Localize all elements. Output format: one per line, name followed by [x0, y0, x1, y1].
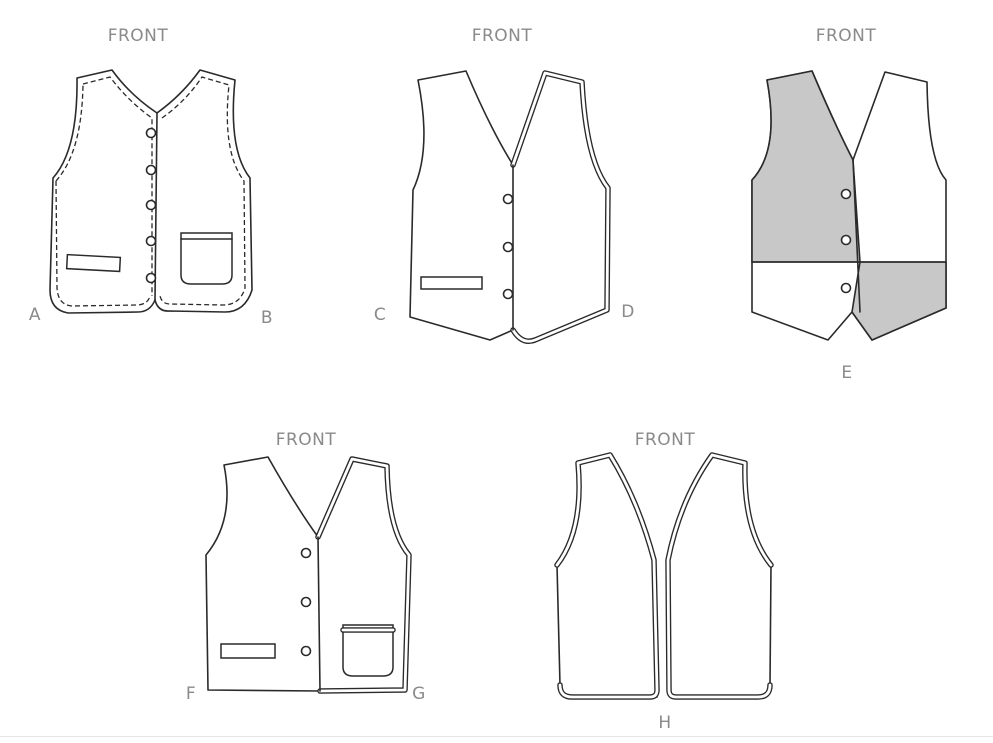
- vest-cd-button: [502, 193, 514, 205]
- vest-h-left-binding-inner: [555, 453, 659, 699]
- vest-fg: [205, 456, 412, 694]
- letter-b: B: [260, 308, 274, 328]
- vest-fg-button: [300, 645, 312, 657]
- vest-e-button: [840, 282, 852, 294]
- vest-e-center-front: [852, 159, 861, 313]
- front-label-cd: FRONT: [471, 26, 533, 46]
- vest-cd-button: [502, 288, 514, 300]
- vest-cd-binding-inner: [511, 71, 610, 343]
- vest-h-left-front: [556, 454, 658, 698]
- vest-fg-binding-inner: [316, 457, 411, 693]
- bottom-divider: [0, 736, 993, 737]
- front-label-h: FRONT: [634, 430, 696, 450]
- vest-ab-patch-pocket: [180, 232, 233, 285]
- vest-cd-button: [502, 241, 514, 253]
- vest-h: [554, 452, 774, 700]
- vest-fg-patch-pocket: [342, 624, 394, 677]
- vest-h-right-front: [667, 454, 772, 698]
- letter-f: F: [185, 684, 197, 704]
- vest-fg-button: [300, 547, 312, 559]
- vest-cd-welt-pocket: [420, 276, 483, 290]
- vest-ab-button: [145, 127, 157, 139]
- vest-ab-topstitch: [55, 76, 246, 307]
- letter-g: G: [412, 684, 426, 704]
- vest-h-right-binding-inner: [666, 453, 773, 699]
- letter-e: E: [841, 363, 853, 383]
- vest-ab-button: [145, 199, 157, 211]
- letter-a: A: [28, 305, 42, 325]
- vest-fg-button: [300, 596, 312, 608]
- vest-e-shaded-upper-left: [751, 70, 861, 263]
- vest-ab-welt-pocket: [65, 253, 122, 273]
- front-label-ab: FRONT: [107, 26, 169, 46]
- front-label-fg: FRONT: [275, 430, 337, 450]
- vest-e-button: [840, 188, 852, 200]
- vest-ab-button: [145, 235, 157, 247]
- vest-e: [751, 70, 947, 341]
- front-label-e: FRONT: [815, 26, 877, 46]
- vest-ab-button: [145, 164, 157, 176]
- letter-h: H: [658, 713, 672, 733]
- vest-e-shaded-lower-right: [851, 261, 947, 341]
- letter-d: D: [621, 302, 635, 322]
- vest-e-button: [840, 234, 852, 246]
- vest-cd-body: [409, 70, 609, 343]
- vest-fg-center-front: [317, 536, 321, 692]
- vest-ab-button: [145, 272, 157, 284]
- vest-cd: [409, 70, 611, 344]
- letter-c: C: [373, 305, 387, 325]
- vest-ab: [49, 69, 253, 314]
- vest-fg-welt-pocket: [220, 643, 276, 659]
